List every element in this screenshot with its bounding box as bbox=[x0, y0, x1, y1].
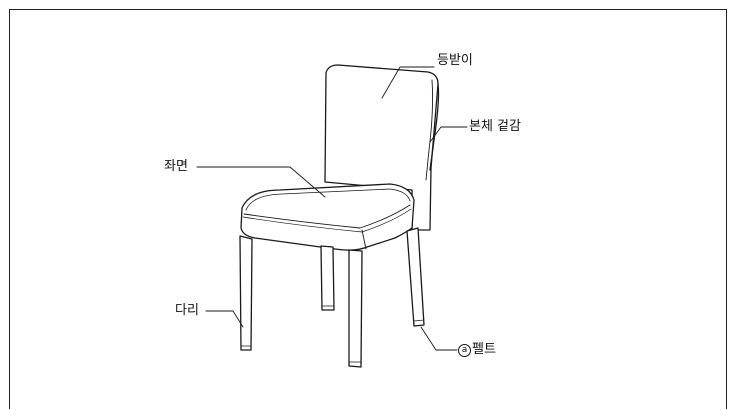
backrest-shape bbox=[324, 64, 440, 231]
legs-label: 다리 bbox=[175, 303, 199, 318]
seat-shape bbox=[240, 183, 415, 251]
felt-marker: a bbox=[458, 344, 471, 357]
body-cover-label: 본체 겉감 bbox=[469, 119, 521, 134]
felt-text: 펠트 bbox=[472, 342, 496, 357]
backrest-label: 등받이 bbox=[437, 53, 473, 68]
leader-lines bbox=[196, 66, 468, 351]
legs-shape bbox=[239, 227, 425, 368]
seat-label: 좌면 bbox=[164, 159, 188, 174]
